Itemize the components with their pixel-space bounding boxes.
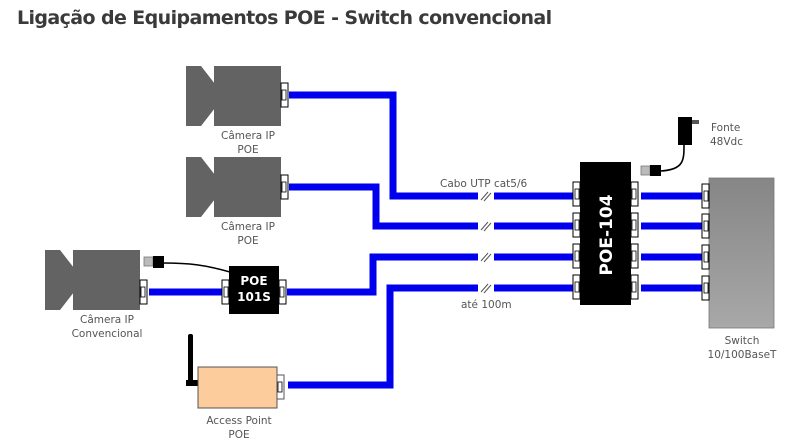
poe-101s-label-line1: POE <box>240 274 267 288</box>
cable-break-icon <box>480 221 492 232</box>
power-supply-label-line1: Fonte <box>711 122 740 134</box>
poe-104-ports-left <box>572 181 581 300</box>
video-camera-icon <box>186 66 281 126</box>
power-adapter-icon <box>640 117 699 176</box>
cables <box>149 91 704 389</box>
network-switch[interactable]: Switch 10/100BaseT <box>701 177 778 361</box>
video-camera-icon <box>186 157 281 217</box>
poe-101s-injector[interactable]: POE 101S <box>221 266 287 314</box>
poe-104-ports-right <box>630 181 639 300</box>
switch-ports <box>701 183 710 301</box>
video-camera-icon <box>45 250 140 310</box>
switch-label-line2: 10/100BaseT <box>708 349 778 361</box>
access-point-body <box>197 366 278 409</box>
camera-ip-poe-1[interactable]: Câmera IP POE <box>186 66 289 156</box>
power-plug-icon <box>143 256 231 273</box>
access-point[interactable]: Access Point POE <box>186 334 285 441</box>
cable-length-label: até 100m <box>461 299 512 311</box>
camera-1-label-line2: POE <box>237 144 258 156</box>
camera-1-label-line1: Câmera IP <box>221 130 275 142</box>
camera-ip-poe-2[interactable]: Câmera IP POE <box>186 157 289 247</box>
camera-ip-conventional[interactable]: Câmera IP Convencional <box>45 250 148 340</box>
camera-2-label-line2: POE <box>237 235 258 247</box>
poe-101s-body <box>229 266 279 314</box>
poe-104-body <box>580 162 631 305</box>
antenna-icon <box>186 334 199 386</box>
cable-camera2-to-poe104 <box>289 183 478 230</box>
diagram-title: Ligação de Equipamentos POE - Switch con… <box>17 7 552 29</box>
switch-label-line1: Switch <box>725 335 760 347</box>
poe-101s-label-line2: 101S <box>237 290 271 304</box>
cable-break-icon <box>480 191 492 202</box>
poe-104-injector[interactable]: POE-104 <box>572 162 639 305</box>
cable-poe101s-to-poe104 <box>287 253 478 296</box>
ap-label-line1: Access Point <box>206 415 271 427</box>
ap-label-line2: POE <box>228 429 249 441</box>
camera-2-label-line1: Câmera IP <box>221 221 275 233</box>
cable-break-icons <box>480 191 492 294</box>
switch-body <box>708 177 775 329</box>
camera-conv-label-line1: Câmera IP <box>80 314 134 326</box>
cable-break-icon <box>480 283 492 294</box>
cable-ap-to-poe104 <box>288 284 478 389</box>
camera-conv-label-line2: Convencional <box>72 328 143 340</box>
power-supply-label-line2: 48Vdc <box>710 136 743 148</box>
poe-104-label: POE-104 <box>597 194 617 275</box>
power-supply[interactable]: Fonte 48Vdc <box>640 117 743 176</box>
cable-break-icon <box>480 252 492 263</box>
cable-type-label: Cabo UTP cat5/6 <box>440 178 528 190</box>
cable-camera1-to-poe104 <box>289 91 478 200</box>
